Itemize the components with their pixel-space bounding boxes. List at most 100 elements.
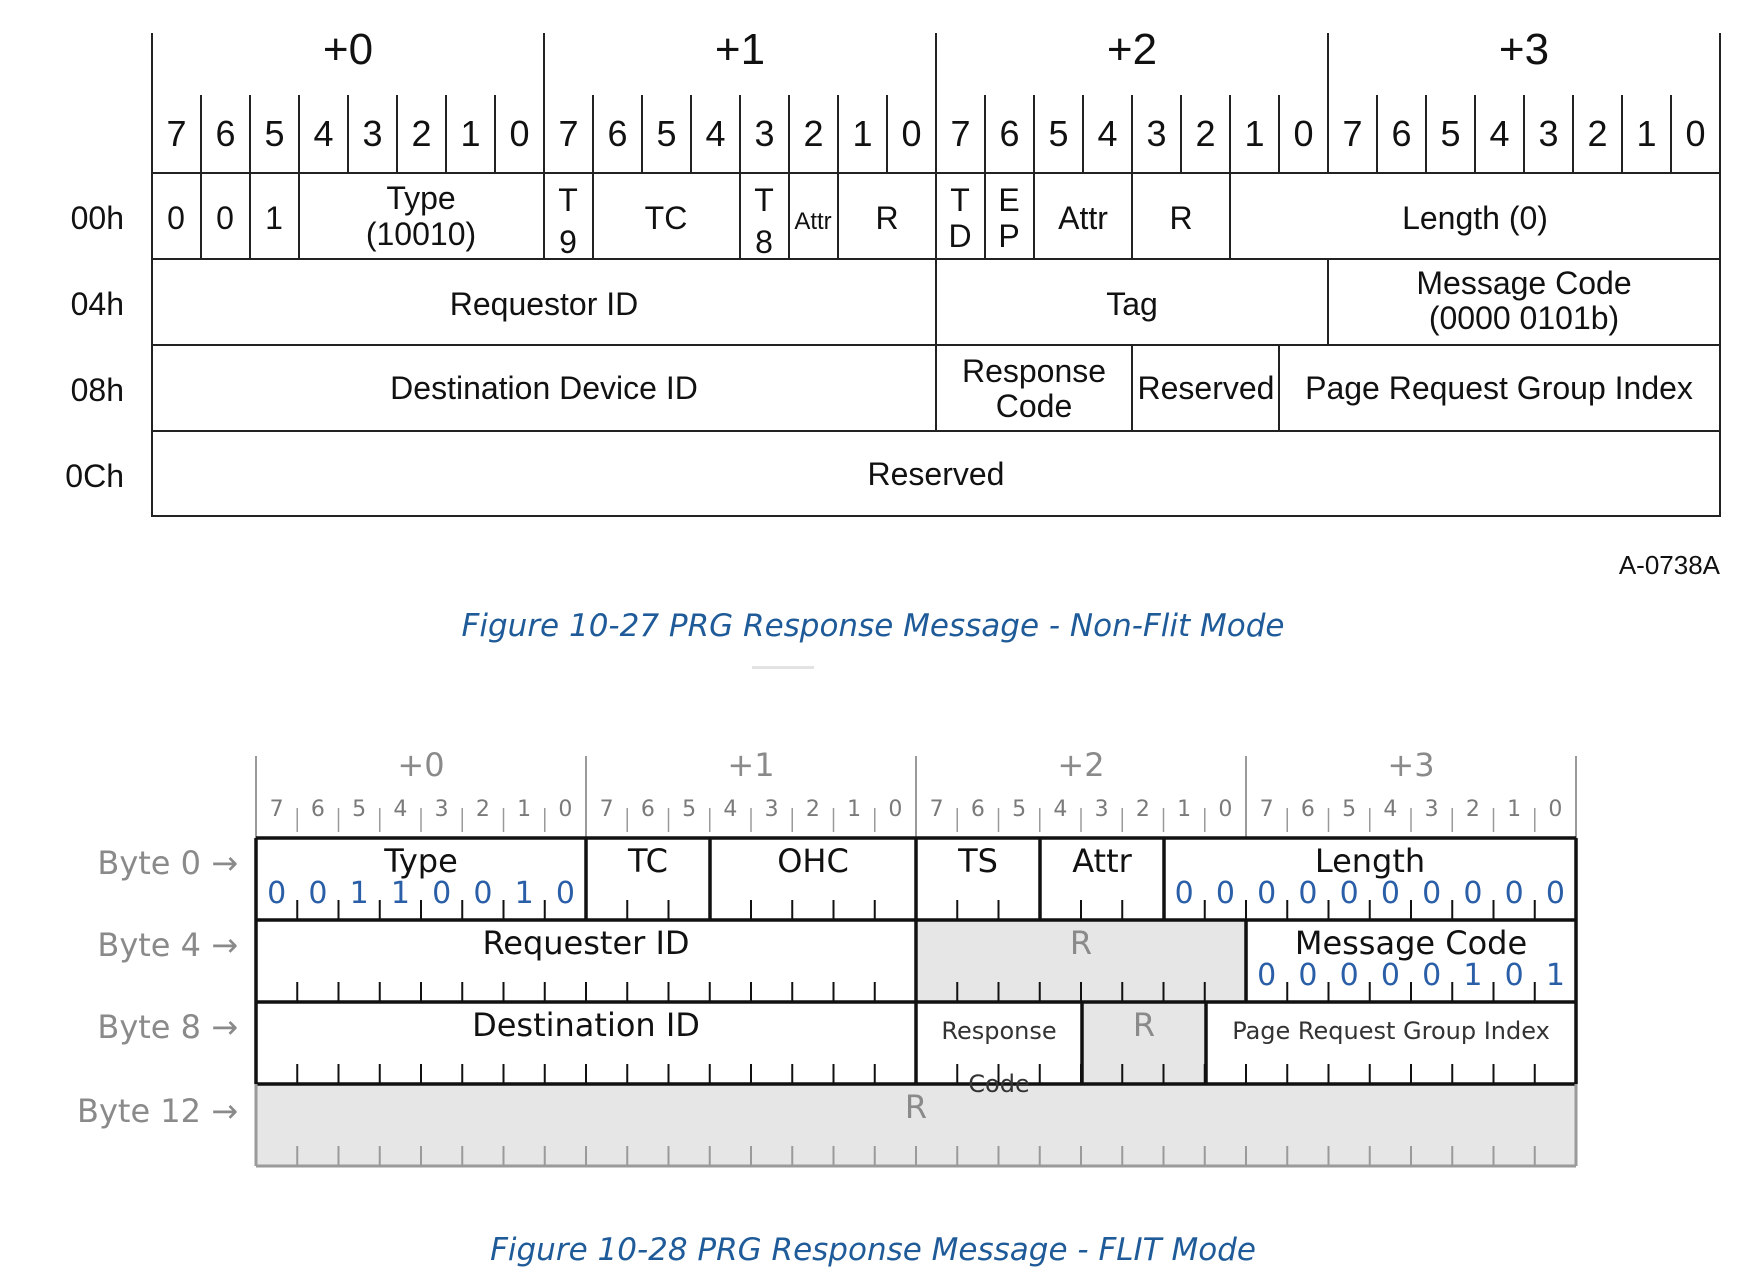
bit-number: 5 bbox=[1048, 113, 1068, 154]
bit-number: 5 bbox=[264, 113, 284, 154]
bit-number: 6 bbox=[641, 797, 655, 822]
bit-number: 7 bbox=[558, 113, 578, 154]
figure-caption: Figure 10-27 PRG Response Message - Non-… bbox=[461, 608, 1285, 644]
divider bbox=[752, 666, 814, 669]
bit-number: 1 bbox=[1636, 113, 1656, 154]
attr-field: Attr bbox=[1058, 200, 1108, 236]
bit-number: 3 bbox=[1425, 797, 1439, 822]
bit-number: 6 bbox=[311, 797, 325, 822]
bit-number: 7 bbox=[166, 113, 186, 154]
bit-number: 4 bbox=[393, 797, 407, 822]
bit-number: 0 bbox=[901, 113, 921, 154]
bit-number: 6 bbox=[215, 113, 235, 154]
bit-value: 0 bbox=[1257, 876, 1276, 911]
bit-value: 0 bbox=[1505, 876, 1524, 911]
reserved-fill bbox=[918, 920, 1248, 1002]
bit-number: 3 bbox=[1538, 113, 1558, 154]
t9-field: 9 bbox=[559, 224, 577, 260]
row-label: Byte 0 → bbox=[97, 844, 238, 882]
bit-value: 1 bbox=[1546, 958, 1565, 993]
tag-field: Tag bbox=[1106, 286, 1158, 322]
bit-number: 2 bbox=[806, 797, 820, 822]
bit-number: 0 bbox=[888, 797, 902, 822]
bit-number: 6 bbox=[1301, 797, 1315, 822]
ohc-field: OHC bbox=[777, 842, 849, 880]
reserved-row-field: Reserved bbox=[868, 456, 1005, 492]
bit-number: 4 bbox=[723, 797, 737, 822]
reserved-fill bbox=[256, 1084, 1576, 1166]
bit-number: 4 bbox=[1053, 797, 1067, 822]
bit-number: 5 bbox=[1440, 113, 1460, 154]
bit-number: 1 bbox=[1244, 113, 1264, 154]
bit-value: 0 bbox=[556, 876, 575, 911]
bit-number: 4 bbox=[705, 113, 725, 154]
bit-number: 4 bbox=[1097, 113, 1117, 154]
length-field: Length (0) bbox=[1402, 200, 1548, 236]
bit-number: 0 bbox=[1685, 113, 1705, 154]
bit-value: 1 bbox=[350, 876, 369, 911]
bit-number: 2 bbox=[1466, 797, 1480, 822]
bit-value: 1 bbox=[515, 876, 534, 911]
bit-number: 2 bbox=[476, 797, 490, 822]
bit-value: 0 bbox=[1216, 876, 1235, 911]
bit-number: 6 bbox=[999, 113, 1019, 154]
bit-number: 5 bbox=[682, 797, 696, 822]
bit-number: 7 bbox=[1260, 797, 1274, 822]
bit-value: 0 bbox=[1422, 958, 1441, 993]
bit-value: 0 bbox=[1463, 876, 1482, 911]
reserved-field: Reserved bbox=[1138, 370, 1275, 406]
byte-header: +1 bbox=[715, 25, 765, 74]
attr-field-small: Attr bbox=[794, 208, 831, 235]
bit-number: 3 bbox=[435, 797, 449, 822]
td-field: D bbox=[948, 218, 971, 254]
t9-field: T bbox=[558, 182, 578, 218]
bit-number: 3 bbox=[1146, 113, 1166, 154]
bit-number: 7 bbox=[270, 797, 284, 822]
figure-caption: Figure 10-28 PRG Response Message - FLIT… bbox=[490, 1232, 1256, 1268]
bit-value: 0 bbox=[267, 876, 286, 911]
bit-number: 0 bbox=[558, 797, 572, 822]
page-request-group-index-field: Page Request Group Index bbox=[1232, 1017, 1550, 1045]
bit-value: 0 bbox=[1257, 958, 1276, 993]
row-label: Byte 4 → bbox=[97, 926, 238, 964]
byte-header: +2 bbox=[1107, 25, 1157, 74]
ts-field: TS bbox=[957, 842, 998, 880]
bit-value: 0 bbox=[1381, 958, 1400, 993]
row-label: Byte 12 → bbox=[77, 1092, 238, 1130]
bit-number: 7 bbox=[1342, 113, 1362, 154]
byte-header: +3 bbox=[1499, 25, 1549, 74]
bit-number: 0 bbox=[509, 113, 529, 154]
byte-header: +0 bbox=[323, 25, 373, 74]
bit-value: 0 bbox=[1381, 876, 1400, 911]
t8-field: 8 bbox=[755, 224, 773, 260]
row-label: 08h bbox=[71, 372, 124, 408]
tc-field: TC bbox=[645, 200, 688, 236]
bit-number: 5 bbox=[656, 113, 676, 154]
bit-number: 0 bbox=[1218, 797, 1232, 822]
bit-value: 0 bbox=[1175, 876, 1194, 911]
response-code-field: Code bbox=[968, 1070, 1029, 1098]
bit-value: 0 bbox=[473, 876, 492, 911]
bit-number: 2 bbox=[1195, 113, 1215, 154]
bit-number: 4 bbox=[1489, 113, 1509, 154]
bit-number: 6 bbox=[607, 113, 627, 154]
bit-value: 0 bbox=[1546, 876, 1565, 911]
bit-value: 0 bbox=[432, 876, 451, 911]
bit-number: 2 bbox=[411, 113, 431, 154]
type-field: Type bbox=[383, 842, 458, 880]
t8-field: T bbox=[754, 182, 774, 218]
bit-number: 2 bbox=[803, 113, 823, 154]
row-label: 04h bbox=[71, 286, 124, 322]
message-code-field: Message Code bbox=[1416, 265, 1631, 301]
byte-header: +2 bbox=[1057, 746, 1104, 784]
bit-number: 3 bbox=[1095, 797, 1109, 822]
reserved-r-field: R bbox=[1070, 924, 1092, 962]
reserved-r-field: R bbox=[875, 200, 898, 236]
bit-value: 1 bbox=[1463, 958, 1482, 993]
destination-device-id-field: Destination Device ID bbox=[390, 370, 698, 406]
bit-value: 0 bbox=[216, 200, 234, 236]
bit-value: 0 bbox=[167, 200, 185, 236]
ep-field: P bbox=[998, 218, 1019, 254]
bit-number: 2 bbox=[1587, 113, 1607, 154]
